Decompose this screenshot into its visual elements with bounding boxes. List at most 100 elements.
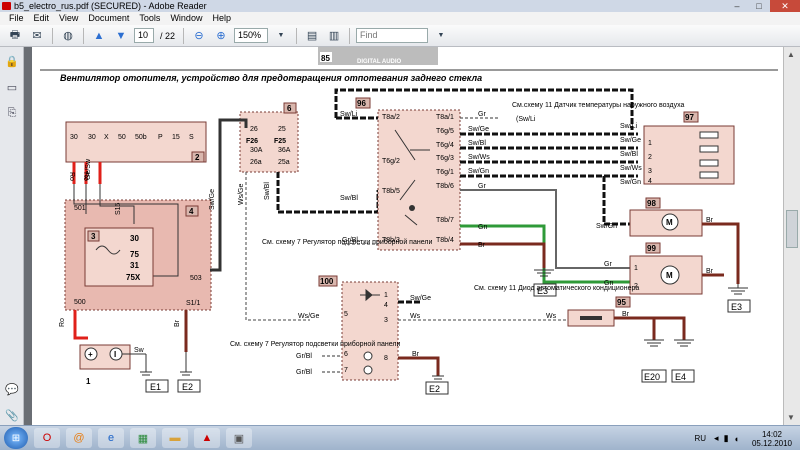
tray-expand-icon[interactable]: ◂ <box>714 433 719 443</box>
wire-gr-to-99 <box>460 189 630 269</box>
page-up-icon[interactable]: ▲ <box>93 29 105 42</box>
paperclip-icon[interactable]: 📎 <box>5 409 19 422</box>
wire-gr2-label: Gr <box>478 183 486 190</box>
globe-icon[interactable]: ◍ <box>63 30 73 42</box>
c97-resistor-1 <box>699 131 719 139</box>
page-total: / 22 <box>160 30 176 41</box>
wire-swli-top <box>334 88 634 130</box>
c96-pin-t6g3: T6g/3 <box>436 155 454 162</box>
taskbar-opera-icon[interactable]: O <box>34 428 60 448</box>
wire-grbl-label: Gr/Bl <box>342 237 358 244</box>
c2-pin-30a: 30 <box>70 134 78 141</box>
taskbar-app-icon[interactable]: ▦ <box>130 428 156 448</box>
c100-pin-3: 3 <box>384 317 388 324</box>
c3-num-box <box>87 230 100 242</box>
c96-switch-contacts <box>394 129 430 226</box>
minimize-button[interactable]: – <box>734 1 740 11</box>
menu-file[interactable]: File <box>9 13 24 23</box>
c99-num-box <box>645 242 661 254</box>
c96-pin-t8b5: T8b/5 <box>382 188 400 195</box>
scroll-up-icon[interactable]: ▲ <box>787 50 795 59</box>
find-dropdown-icon[interactable]: ▼ <box>437 32 445 39</box>
c97-resistor-2 <box>699 145 719 153</box>
menu-tools[interactable]: Tools <box>139 13 161 23</box>
note-swli: (Sw/Li <box>516 116 536 123</box>
c96-num-box <box>355 97 371 109</box>
menu-help[interactable]: Help <box>212 13 231 23</box>
c97-wire-swbl: Sw/Bl <box>620 151 638 158</box>
page-down-icon[interactable]: ▼ <box>115 29 127 42</box>
language-indicator[interactable]: RU <box>694 434 707 443</box>
wire-swge-label: Sw/Ge <box>209 189 216 210</box>
find-input[interactable]: Find <box>356 28 429 43</box>
wire-swli-label: Sw/Li <box>340 111 358 118</box>
fit-page-icon[interactable]: ▤ <box>306 30 318 42</box>
c95-number: 95 <box>617 298 626 307</box>
clock[interactable]: 14:02 05.12.2010 <box>752 430 792 448</box>
menu-window[interactable]: Window <box>170 13 203 23</box>
wires-c100-grbl <box>322 355 342 373</box>
email-icon[interactable]: ✉ <box>32 30 42 42</box>
c97-wire-swgn: Sw/Gn <box>620 179 641 186</box>
wire-ro-2: Ro <box>82 172 89 181</box>
ground-e20-e4-icons <box>644 339 694 347</box>
ground-e3a-box <box>533 283 557 297</box>
c2-pin-50b: 50b <box>135 134 147 141</box>
attachments-icon[interactable]: ⎘ <box>7 106 17 119</box>
document-area[interactable]: 85 DIGITAL AUDIO Вентилятор отопителя, у… <box>24 47 783 425</box>
wire-swgn-label: Sw/Gn <box>468 168 489 175</box>
fit-width-icon[interactable]: ▥ <box>328 30 340 42</box>
pdf-page: 85 DIGITAL AUDIO Вентилятор отопителя, у… <box>32 47 783 425</box>
pages-icon[interactable]: ▭ <box>6 81 18 94</box>
taskbar-folder-icon[interactable]: ▬ <box>162 428 188 448</box>
tray-volume-icon[interactable]: ◖ <box>733 433 739 444</box>
scroll-down-icon[interactable]: ▼ <box>787 413 795 422</box>
ground-e4: E4 <box>675 372 686 382</box>
c98-wire-br: Br <box>706 217 714 224</box>
c100-wire-ws-b: Ws <box>546 313 557 320</box>
page-number-input[interactable]: 10 <box>134 28 154 43</box>
menu-view[interactable]: View <box>59 13 79 23</box>
c3-pin-31: 31 <box>130 261 139 270</box>
c6-fuse-f26: F26 <box>246 138 258 145</box>
wire-gr-label: Gr <box>478 111 486 118</box>
c100-pin-5: 5 <box>344 311 348 318</box>
comment-icon[interactable]: 💬 <box>5 383 19 396</box>
component-96-box <box>377 109 461 251</box>
chevron-down-icon[interactable]: ▼ <box>277 32 285 39</box>
taskbar-media-icon[interactable]: ▣ <box>226 428 252 448</box>
c97-pin-4: 4 <box>648 178 652 185</box>
zoom-select[interactable]: 150% <box>234 28 269 43</box>
c96-pin-t6g1: T6g/1 <box>436 169 454 176</box>
ground-e1: E1 <box>150 382 161 392</box>
toolbar: 🖶 ✉ ◍ ▲ ▼ 10 / 22 ⊖ ⊕ 150% ▼ ▤ ▥ Find ▼ <box>0 25 800 47</box>
start-button[interactable]: ⊞ <box>4 427 28 449</box>
taskbar-adobe-icon[interactable]: ▲ <box>194 428 220 448</box>
zoom-out-icon[interactable]: ⊖ <box>194 30 204 42</box>
vertical-scrollbar[interactable]: ▲ ▼ <box>783 47 800 425</box>
toolbar-divider <box>349 27 351 44</box>
zoom-in-icon[interactable]: ⊕ <box>216 30 226 42</box>
maximize-button[interactable]: □ <box>756 1 762 11</box>
ground-e2: E2 <box>182 382 193 392</box>
menu-document[interactable]: Document <box>88 13 130 23</box>
c6-pin-26: 26 <box>250 126 258 133</box>
wire-wsge-label: Ws/Ge <box>238 184 245 205</box>
toolbar-divider <box>52 27 53 44</box>
lock-icon[interactable]: 🔒 <box>5 55 19 68</box>
menu-edit[interactable]: Edit <box>33 13 50 23</box>
taskbar-mail-icon[interactable]: @ <box>66 428 92 448</box>
tray-network-icon[interactable]: ▮ <box>723 433 729 443</box>
toolbar-divider <box>83 27 84 44</box>
adobe-reader-icon <box>2 2 11 10</box>
scroll-thumb[interactable] <box>786 210 798 248</box>
c100-num-box <box>318 275 338 287</box>
taskbar-ie-icon[interactable]: e <box>98 428 124 448</box>
header-badge-label: DIGITAL AUDIO <box>357 59 402 65</box>
ground-e2b: E2 <box>429 384 440 394</box>
c97-num-box <box>683 111 699 123</box>
c95-wire-br: Br <box>622 311 630 318</box>
window-title: b5_electro_rus.pdf (SECURED) - Adobe Rea… <box>14 1 207 11</box>
print-icon[interactable]: 🖶 <box>9 29 21 41</box>
close-button[interactable]: ✕ <box>770 0 800 12</box>
